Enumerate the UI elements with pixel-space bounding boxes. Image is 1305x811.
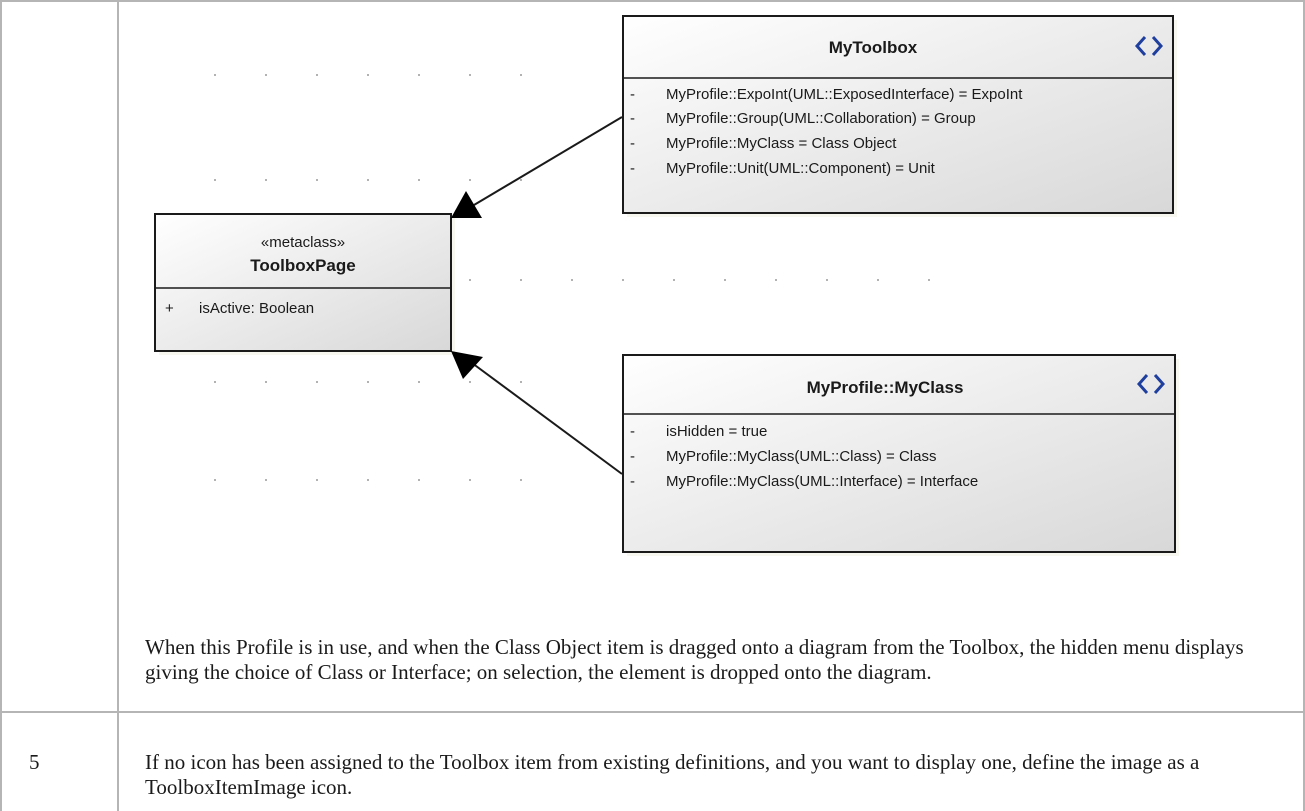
- toolbox-attribute: MyProfile::ExpoInt(UML::ExposedInterface…: [666, 86, 1023, 103]
- attr-visibility: -: [630, 473, 635, 490]
- toolbox-attribute: MyProfile::Unit(UML::Component) = Unit: [666, 160, 936, 177]
- toolboxpage-title: ToolboxPage: [250, 256, 355, 275]
- myclass-title: MyProfile::MyClass: [807, 378, 964, 397]
- attr-visibility: -: [630, 423, 635, 440]
- attr-visibility: +: [165, 300, 174, 317]
- myclass-attribute: MyProfile::MyClass(UML::Interface) = Int…: [666, 473, 978, 490]
- attr-visibility: -: [630, 448, 635, 465]
- toolbox-attribute: MyProfile::MyClass = Class Object: [666, 135, 897, 152]
- interface-icon: [1136, 374, 1166, 394]
- interface-icon: [1134, 36, 1164, 56]
- row5-description: If no icon has been assigned to the Tool…: [145, 750, 1200, 799]
- column-divider: [117, 0, 119, 811]
- myclass-class[interactable]: MyProfile::MyClass - isHidden = true - M…: [622, 354, 1179, 556]
- row5-step-number: 5: [29, 750, 40, 774]
- toolboxpage-attribute: isActive: Boolean: [199, 300, 314, 317]
- row-divider: [0, 711, 1305, 713]
- toolboxpage-metaclass[interactable]: «metaclass» ToolboxPage + isActive: Bool…: [154, 213, 455, 355]
- toolbox-attribute: MyProfile::Group(UML::Collaboration) = G…: [666, 110, 976, 127]
- myclass-attribute: isHidden = true: [666, 423, 767, 440]
- attr-visibility: -: [630, 110, 635, 127]
- generalization-arrow-myclass: [451, 351, 623, 475]
- mytoolbox-title: MyToolbox: [829, 38, 918, 57]
- table-right-border: [1303, 0, 1305, 811]
- metaclass-stereotype: «metaclass»: [261, 234, 345, 251]
- mytoolbox-class[interactable]: MyToolbox - MyProfile::ExpoInt(UML::Expo…: [622, 15, 1177, 217]
- attr-visibility: -: [630, 86, 635, 103]
- table-left-border: [0, 0, 2, 811]
- attr-visibility: -: [630, 160, 635, 177]
- table-top-border: [0, 0, 1305, 2]
- generalization-arrow-toolbox: [451, 116, 623, 218]
- diagram-grid: [214, 74, 930, 481]
- attr-visibility: -: [630, 135, 635, 152]
- myclass-attribute: MyProfile::MyClass(UML::Class) = Class: [666, 448, 936, 465]
- row4-description: When this Profile is in use, and when th…: [145, 635, 1244, 684]
